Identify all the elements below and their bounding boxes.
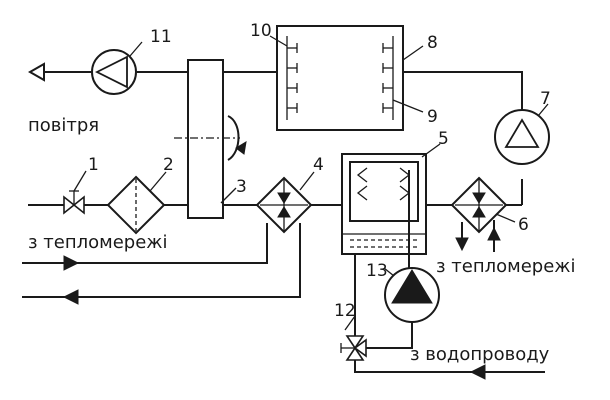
exhaust-fan bbox=[91, 41, 143, 95]
rotary-heat-exchanger bbox=[174, 59, 247, 219]
label-4: 4 bbox=[313, 155, 324, 175]
water-supply-label: з водопроводу bbox=[410, 344, 550, 365]
supply-fan bbox=[494, 103, 550, 165]
label-6: 6 bbox=[518, 215, 529, 235]
label-13: 13 bbox=[366, 261, 388, 281]
air-label: повітря bbox=[28, 115, 99, 136]
heat-network-label-right: з тепломережі bbox=[436, 256, 576, 277]
label-5: 5 bbox=[438, 129, 449, 149]
label-10: 10 bbox=[250, 21, 272, 41]
air-outlet-arrow bbox=[27, 62, 45, 82]
label-2: 2 bbox=[163, 155, 174, 175]
three-way-valve bbox=[340, 315, 367, 361]
spray-chamber bbox=[269, 25, 424, 131]
label-8: 8 bbox=[427, 33, 438, 53]
heat-network-pipes bbox=[22, 223, 301, 305]
label-7: 7 bbox=[540, 89, 551, 109]
label-11: 11 bbox=[150, 27, 172, 47]
air-filter bbox=[106, 171, 167, 235]
water-heater-4 bbox=[255, 171, 315, 234]
label-12: 12 bbox=[334, 301, 356, 321]
circulation-pump bbox=[383, 267, 440, 323]
heat-network-label-left: з тепломережі bbox=[28, 232, 168, 253]
label-1: 1 bbox=[88, 155, 99, 175]
label-9: 9 bbox=[427, 107, 438, 127]
air-washer-chamber bbox=[341, 143, 441, 255]
label-3: 3 bbox=[236, 177, 247, 197]
damper-valve bbox=[63, 170, 87, 215]
water-heater-6 bbox=[450, 176, 516, 252]
humidifier-water-loop bbox=[354, 170, 545, 380]
